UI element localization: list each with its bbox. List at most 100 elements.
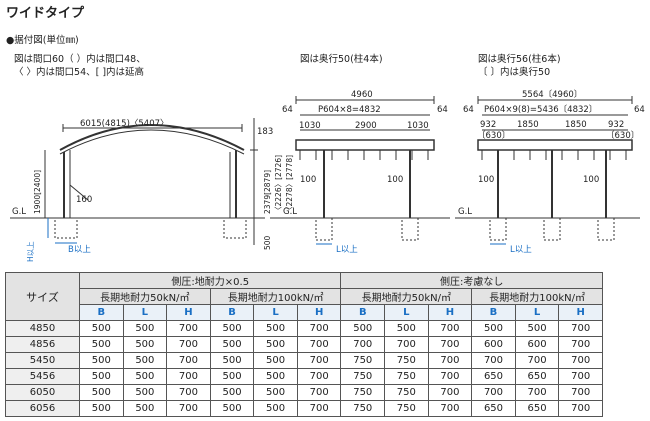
value-cell: 500 [471,320,516,337]
value-cell: 500 [122,320,168,337]
value-cell: 500 [122,352,168,369]
column-header: B [471,304,516,321]
value-cell: 500 [384,320,429,337]
value-cell: 750 [384,352,429,369]
value-cell: 500 [209,352,255,369]
value-cell: 500 [122,336,168,353]
right-side-left: 64 [463,105,474,115]
value-cell: 700 [384,336,429,353]
value-cell: 500 [253,384,298,401]
value-cell: 750 [384,400,429,417]
value-cell: 600 [471,336,516,353]
sub-header-2: 長期地耐力100kN/㎡ [209,288,342,305]
right-view [455,96,640,245]
front-b-label: B以上 [68,245,91,255]
value-cell: 700 [166,320,211,337]
right-l-label: L以上 [510,245,532,255]
value-cell: 700 [166,384,211,401]
value-cell: 500 [340,320,386,337]
front-inner-dim: 160 [76,195,92,205]
group-header-1: 側圧:地耐力×0.5 [78,272,342,289]
column-header: H [166,304,211,321]
value-cell: 650 [514,368,560,385]
value-cell: 700 [471,352,516,369]
column-header: H [558,304,603,321]
value-cell: 650 [471,368,516,385]
value-cell: 500 [79,352,124,369]
front-width-dim: 6015(4815)〈5407〉 [80,119,169,129]
front-height-right: 2379[2879] [263,170,272,214]
value-cell: 500 [253,352,298,369]
size-cell: 5450 [5,352,80,369]
sub-header-3: 長期地耐力50kN/㎡ [340,288,473,305]
sub-header-1: 長期地耐力50kN/㎡ [79,288,211,305]
group-header-2: 側圧:考慮なし [340,272,603,289]
right-seg3: 1850 [565,120,587,130]
column-header: L [384,304,429,321]
mid-total: 4960 [351,90,373,100]
page-title: ワイドタイプ [6,6,85,21]
value-cell: 700 [427,384,473,401]
size-cell: 6050 [5,384,80,401]
mid-view [270,96,450,245]
column-header: L [514,304,560,321]
value-cell: 500 [79,400,124,417]
value-cell: 700 [558,352,603,369]
size-cell: 6056 [5,400,80,417]
value-cell: 700 [340,336,386,353]
value-cell: 750 [340,384,386,401]
mid-seg1: 1030 [299,121,321,131]
value-cell: 700 [296,400,342,417]
value-cell: 700 [427,352,473,369]
value-cell: 700 [558,368,603,385]
value-cell: 700 [427,368,473,385]
value-cell: 700 [296,368,342,385]
value-cell: 650 [471,400,516,417]
column-header: H [427,304,473,321]
size-cell: 5456 [5,368,80,385]
right-seg1b: 〔630〕 [477,130,510,141]
mid-side-right: 64 [437,105,448,115]
sub-header-4: 長期地耐力100kN/㎡ [471,288,603,305]
value-cell: 700 [296,352,342,369]
value-cell: 500 [514,320,560,337]
value-cell: 700 [296,384,342,401]
mid-ground: G.L [283,207,297,217]
column-header: H [296,304,342,321]
value-cell: 500 [253,400,298,417]
value-cell: 750 [340,352,386,369]
value-cell: 500 [209,368,255,385]
column-header: B [79,304,124,321]
value-cell: 500 [79,368,124,385]
drawing-heading: ●据付図(単位㎜) [6,35,79,46]
right-pitch: P604×9(8)=5436〔4832〕 [484,104,597,115]
value-cell: 750 [340,368,386,385]
installation-drawings: 6015(4815)〈5407〉 183 2379[2879] 〈2226〉[2… [10,89,645,262]
note-left-1: 図は間口60（ ）内は間口48、 [14,54,146,65]
value-cell: 500 [209,400,255,417]
value-cell: 700 [427,400,473,417]
foundation-table: サイズ 側圧:地耐力×0.5 側圧:考慮なし 長期地耐力50kN/㎡ 長期地耐力… [5,272,603,417]
right-side-right: 64 [634,105,645,115]
size-cell: 4850 [5,320,80,337]
right-post-right: 100 [583,175,599,185]
value-cell: 700 [558,320,603,337]
mid-l-label: L以上 [336,245,358,255]
value-cell: 700 [166,400,211,417]
front-h-label: H以上 [26,241,35,262]
value-cell: 700 [514,352,560,369]
note-mid-1: 図は奥行50(柱4本) [300,54,383,65]
value-cell: 650 [514,400,560,417]
note-right-1: 図は奥行56(柱6本) [478,54,561,65]
mid-post-left: 100 [300,175,316,185]
size-cell: 4856 [5,336,80,353]
value-cell: 700 [558,336,603,353]
value-cell: 500 [79,384,124,401]
value-cell: 700 [296,320,342,337]
note-right-2: 〔 〕内は奥行50 [478,67,551,78]
front-left-height: 1900[2400] [33,170,42,214]
